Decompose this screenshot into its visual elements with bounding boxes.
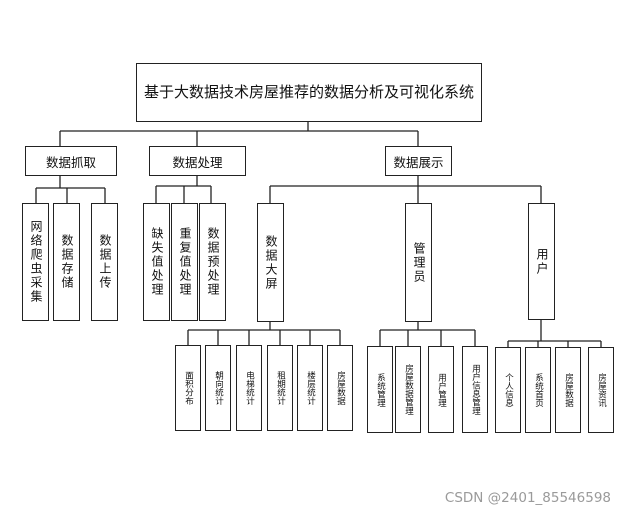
node-missing-values-label: 缺失值处理 [150, 227, 164, 297]
root-node: 基于大数据技术房屋推荐的数据分析及可视化系统 [136, 63, 482, 122]
node-house-data-user-label: 房屋数据 [563, 373, 574, 407]
node-area-distribution-label: 面积分布 [183, 371, 194, 405]
node-web-crawler-label: 网络爬虫采集 [29, 220, 43, 304]
node-house-data-screen: 房屋数据 [327, 345, 353, 431]
node-user: 用户 [528, 203, 555, 320]
node-house-data-user: 房屋数据 [555, 347, 581, 433]
node-system-home-label: 系统首页 [533, 373, 544, 407]
watermark-text: CSDN @2401_85546598 [444, 490, 611, 506]
node-house-data-management-label: 房屋数据管理 [403, 364, 414, 415]
node-personal-info: 个人信息 [495, 347, 521, 433]
node-house-data-screen-label: 房屋数据 [335, 371, 346, 405]
node-house-news-label: 房屋资讯 [596, 373, 607, 407]
node-duplicate-values: 重复值处理 [171, 203, 198, 321]
node-data-storage: 数据存储 [53, 203, 80, 321]
node-user-info-management-label: 用户信息管理 [470, 364, 481, 415]
node-orientation-stats-label: 朝向统计 [213, 371, 224, 405]
node-data-process-label: 数据处理 [172, 154, 223, 170]
node-web-crawler: 网络爬虫采集 [22, 203, 49, 321]
node-system-management-label: 系统管理 [375, 372, 386, 407]
node-data-process: 数据处理 [149, 146, 246, 176]
root-label: 基于大数据技术房屋推荐的数据分析及可视化系统 [143, 83, 474, 101]
node-big-screen: 数据大屏 [257, 203, 284, 322]
node-lease-stats: 租期统计 [267, 345, 293, 431]
node-admin: 管理员 [405, 203, 432, 322]
node-personal-info-label: 个人信息 [503, 373, 514, 407]
node-area-distribution: 面积分布 [175, 345, 201, 431]
node-house-data-management: 房屋数据管理 [395, 346, 421, 433]
node-system-home: 系统首页 [525, 347, 551, 433]
node-floor-stats-label: 楼层统计 [305, 371, 316, 405]
node-data-upload: 数据上传 [91, 203, 118, 321]
node-orientation-stats: 朝向统计 [205, 345, 231, 431]
node-user-management: 用户管理 [428, 346, 454, 433]
node-user-management-label: 用户管理 [436, 372, 447, 407]
node-data-display-label: 数据展示 [393, 154, 444, 170]
node-data-upload-label: 数据上传 [98, 234, 112, 290]
node-preprocess: 数据预处理 [199, 203, 226, 321]
node-user-info-management: 用户信息管理 [462, 346, 488, 433]
node-system-management: 系统管理 [367, 346, 393, 433]
node-missing-values: 缺失值处理 [143, 203, 170, 321]
node-floor-stats: 楼层统计 [297, 345, 323, 431]
node-admin-label: 管理员 [412, 241, 426, 284]
node-lease-stats-label: 租期统计 [275, 371, 286, 405]
node-data-crawl: 数据抓取 [25, 146, 117, 176]
node-house-news: 房屋资讯 [588, 347, 614, 433]
node-data-storage-label: 数据存储 [60, 234, 74, 290]
node-user-label: 用户 [535, 247, 549, 276]
node-data-crawl-label: 数据抓取 [45, 154, 96, 170]
node-duplicate-values-label: 重复值处理 [178, 227, 192, 297]
node-elevator-stats-label: 电梯统计 [244, 371, 255, 405]
node-big-screen-label: 数据大屏 [264, 234, 278, 291]
node-data-display: 数据展示 [385, 146, 452, 176]
node-preprocess-label: 数据预处理 [206, 227, 220, 297]
node-elevator-stats: 电梯统计 [236, 345, 262, 431]
